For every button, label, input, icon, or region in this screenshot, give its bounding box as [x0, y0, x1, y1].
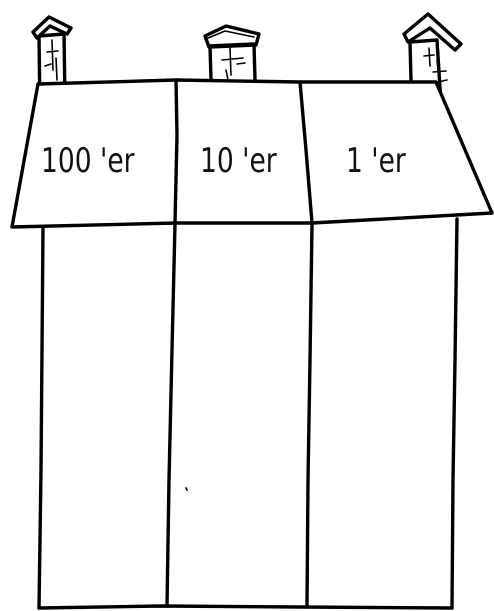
roof-divider-1	[175, 80, 177, 223]
house-wall-left	[39, 228, 43, 608]
column-divider-1	[167, 224, 175, 606]
column-divider-2	[307, 224, 312, 606]
column-label-tens: 10 'er	[200, 141, 277, 181]
column-label-ones: 1 'er	[346, 141, 406, 181]
stray-mark	[186, 488, 187, 490]
column-label-hundreds: 100 'er	[41, 141, 135, 181]
house-floor	[39, 606, 452, 608]
chimney-middle	[205, 26, 259, 80]
house-wall-right	[452, 219, 457, 608]
